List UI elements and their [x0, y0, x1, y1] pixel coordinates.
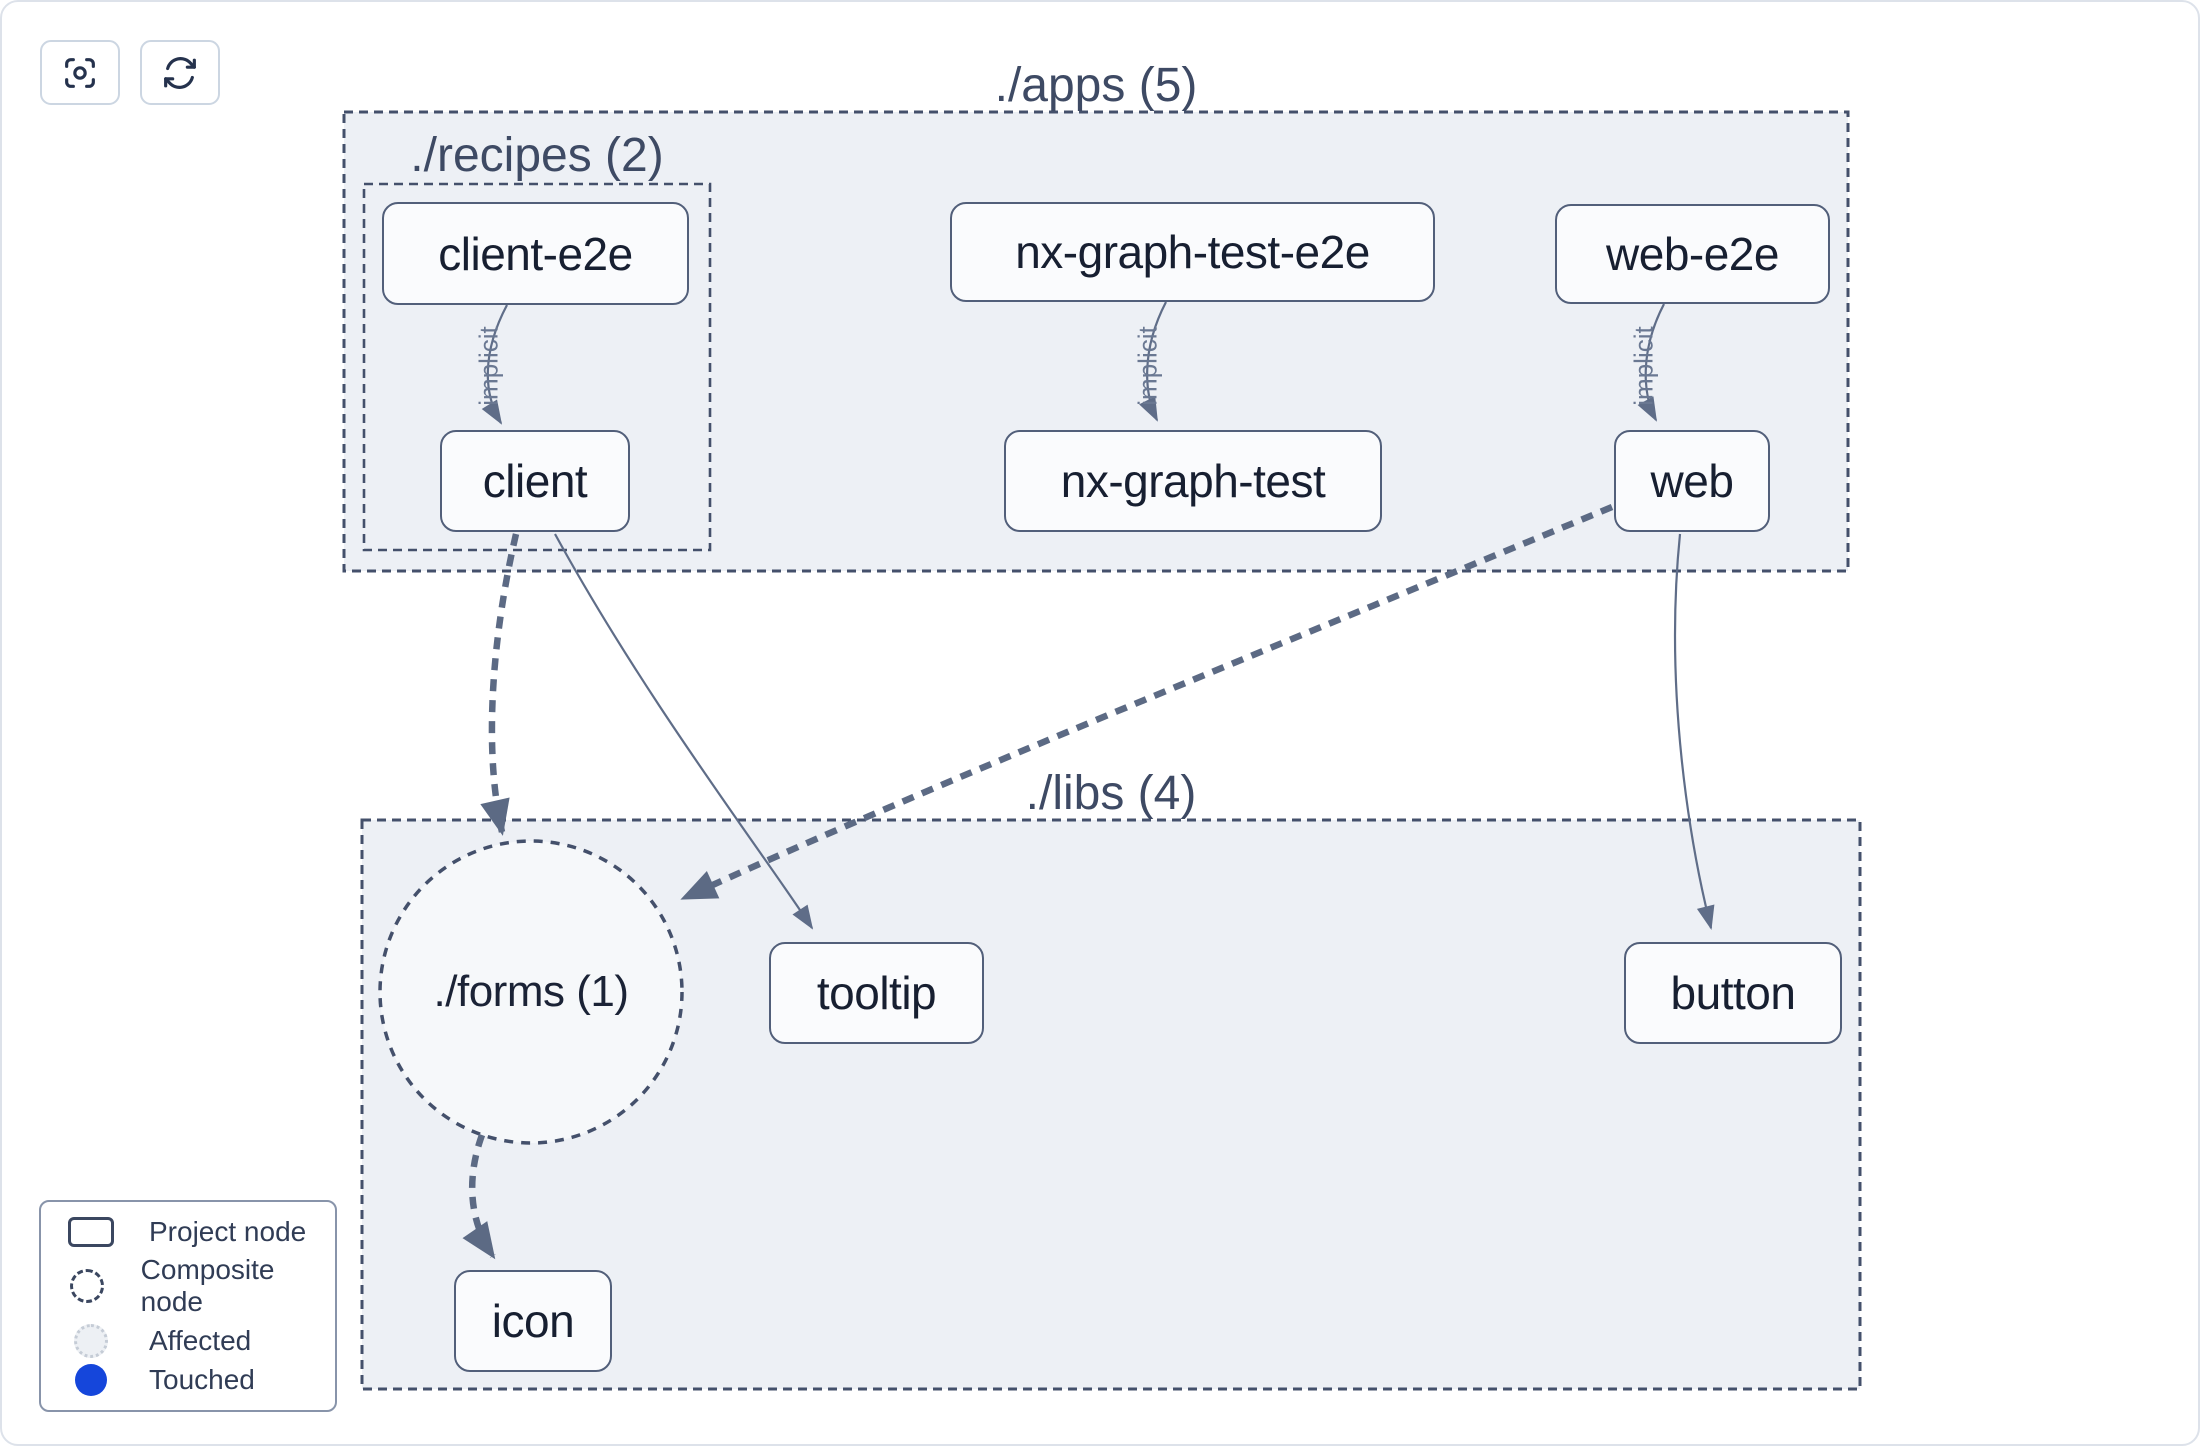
- node-tooltip[interactable]: tooltip: [769, 942, 984, 1044]
- group-label-recipes[interactable]: ./recipes (2): [410, 129, 664, 182]
- legend-row-composite-node: Composite node: [55, 1254, 321, 1318]
- node-nx-graph-test-e2e[interactable]: nx-graph-test-e2e: [950, 202, 1435, 302]
- legend-row-touched: Touched: [55, 1364, 321, 1396]
- legend-row-project-node: Project node: [55, 1216, 321, 1248]
- composite-node-icon: [69, 1269, 104, 1303]
- node-button[interactable]: button: [1624, 942, 1842, 1044]
- edge-label-implicit-nx-graph-test: implicit: [1132, 326, 1163, 406]
- touched-icon: [75, 1364, 107, 1396]
- edge-web-to-forms[interactable]: [680, 503, 1614, 901]
- legend-label: Affected: [149, 1325, 252, 1356]
- edge-label-implicit-client: implicit: [473, 326, 504, 406]
- node-web[interactable]: web: [1614, 430, 1770, 532]
- scan-focus-icon: [65, 57, 95, 88]
- group-label-apps[interactable]: ./apps (5): [994, 59, 1198, 112]
- node-client[interactable]: client: [440, 430, 630, 532]
- edge-web-to-button[interactable]: [1673, 533, 1715, 930]
- focus-reset-button[interactable]: [40, 40, 120, 105]
- refresh-icon: [164, 56, 196, 89]
- node-client-e2e[interactable]: client-e2e: [382, 202, 689, 305]
- group-label-libs[interactable]: ./libs (4): [1025, 767, 1197, 820]
- affected-icon: [74, 1324, 108, 1358]
- legend-label: Touched: [149, 1364, 255, 1395]
- legend-panel: Project node Composite node Affected Tou…: [39, 1200, 337, 1412]
- edge-forms-to-icon[interactable]: [462, 1133, 496, 1260]
- edge-client-to-tooltip[interactable]: [554, 533, 814, 930]
- legend-row-affected: Affected: [55, 1324, 321, 1358]
- edge-client-to-forms[interactable]: [480, 533, 520, 836]
- node-icon[interactable]: icon: [454, 1270, 612, 1372]
- project-node-icon: [68, 1217, 114, 1247]
- legend-label: Project node: [149, 1216, 307, 1247]
- refresh-button[interactable]: [140, 40, 220, 105]
- node-web-e2e[interactable]: web-e2e: [1555, 204, 1830, 304]
- legend-label: Composite node: [140, 1254, 275, 1317]
- node-nx-graph-test[interactable]: nx-graph-test: [1004, 430, 1382, 532]
- edge-label-implicit-web: implicit: [1628, 326, 1659, 406]
- composite-node-forms-label[interactable]: ./forms (1): [433, 967, 629, 1016]
